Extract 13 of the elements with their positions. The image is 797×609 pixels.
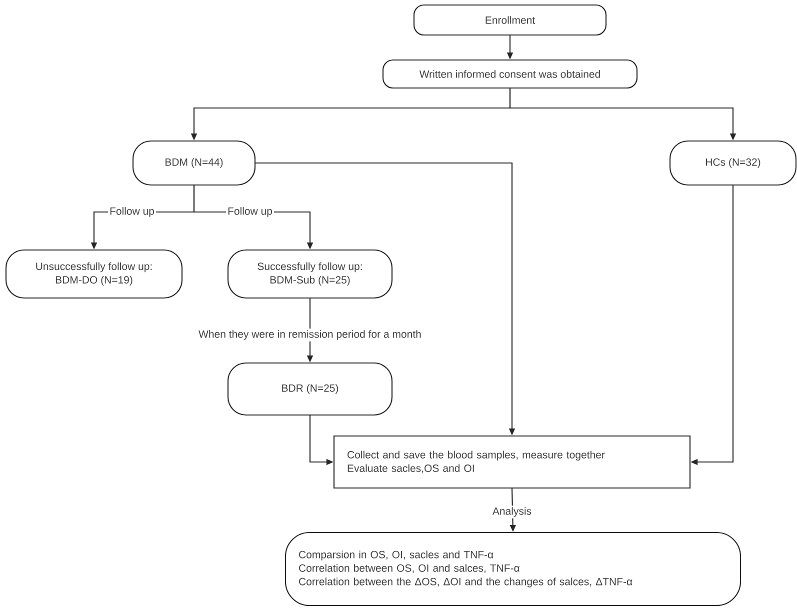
rounded-box: BDR (N=25) [227, 362, 393, 416]
rounded-box: Comparsion in OS, OI, sacles and TNF-α Correlation between OS, OI and salces, TNF-α Correlation between the ΔOS, ΔOI and the changes of salces, ΔTNF-α [284, 532, 742, 606]
edge-label: Follow up [226, 206, 274, 218]
rounded-box: Enrollment [413, 4, 607, 36]
rounded-box: HCs (N=32) [669, 140, 797, 186]
process-box: Collect and save the blood samples, measure together Evaluate sacles,OS and OI [333, 435, 691, 489]
edge-label: Analysis [490, 506, 534, 518]
rounded-box: Successfully follow up: BDM-Sub (N=25) [227, 249, 393, 299]
rounded-box: Written informed consent was obtained [382, 59, 638, 89]
rounded-box: Unsuccessfully follow up: BDM-DO (N=19) [5, 249, 183, 299]
edge-label: Follow up [108, 206, 156, 218]
rounded-box: BDM (N=44) [132, 140, 256, 186]
edge-label: When they were in remission period for a month [197, 328, 423, 342]
